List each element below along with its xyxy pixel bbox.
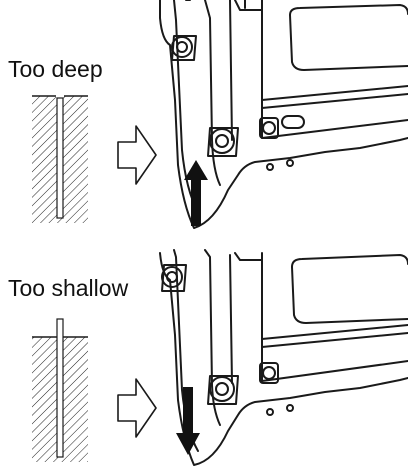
workpiece-too-deep — [32, 95, 88, 223]
too-deep-label: Too deep — [8, 56, 103, 82]
hollow-arrow-right-icon — [117, 125, 157, 185]
panel-too-deep: Too deep — [8, 0, 408, 229]
panel-too-shallow: Too shallow — [0, 235, 408, 470]
too-deep-diagram — [32, 0, 408, 229]
nailer-nose-bottom — [159, 249, 408, 466]
nailer-nose-top — [159, 0, 408, 229]
too-shallow-label: Too shallow — [8, 275, 129, 301]
up-arrow-icon — [184, 160, 208, 226]
too-shallow-diagram — [32, 249, 408, 466]
staple-too-shallow — [56, 318, 64, 458]
hollow-arrow-right-icon — [117, 378, 157, 438]
workpiece-too-shallow — [32, 318, 88, 462]
staple-too-deep — [56, 97, 64, 219]
down-arrow-icon — [176, 387, 200, 455]
